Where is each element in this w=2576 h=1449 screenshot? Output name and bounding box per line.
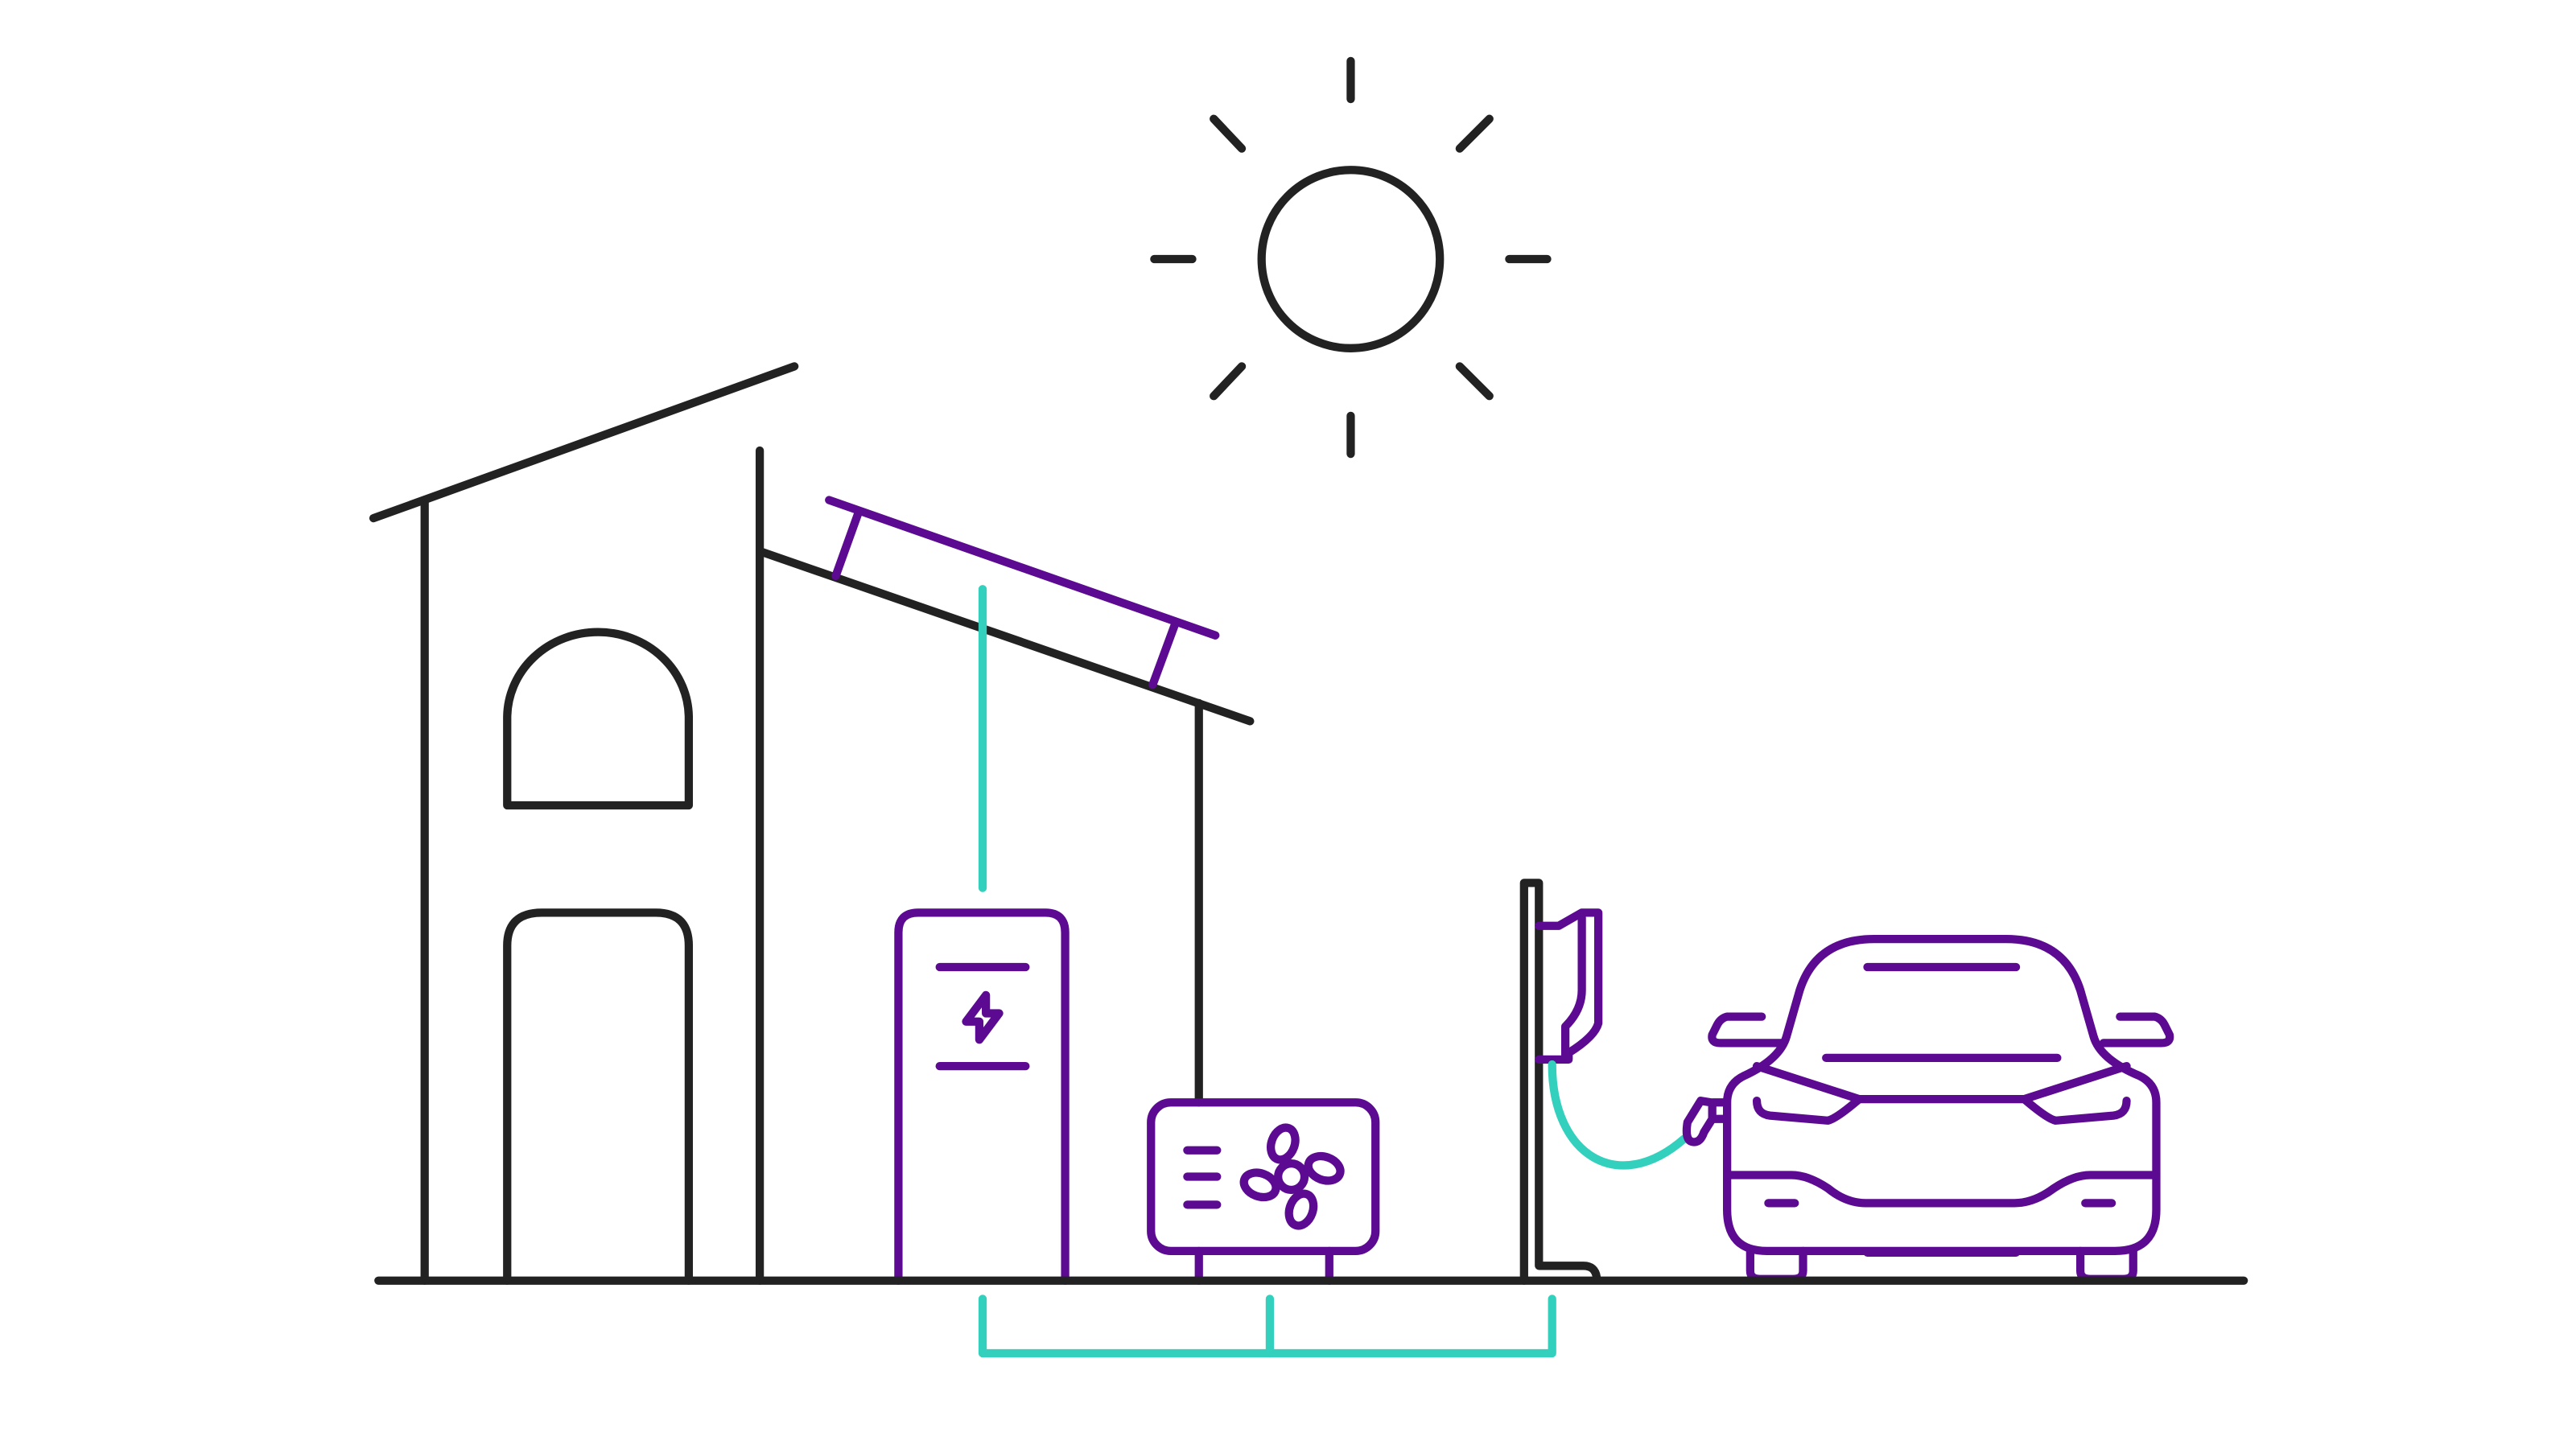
lightning-icon: [962, 990, 1004, 1044]
window-arch: [503, 628, 694, 810]
charging-station-icon: [1519, 879, 1603, 1285]
energy-connections: [978, 585, 1556, 1358]
car-body: [1723, 935, 2161, 1255]
battery-icon: [894, 908, 1070, 1285]
solar-panel-icon: [825, 496, 1220, 690]
roof-left: [369, 362, 799, 523]
sun-icon: [1150, 56, 1552, 459]
roof-right: [755, 546, 1255, 726]
car-icon: [1682, 935, 2174, 1283]
fan-icon: [1147, 1098, 1380, 1285]
house-icon: [369, 362, 1255, 1285]
mirror-right: [2099, 1012, 2174, 1048]
charging-cable: [1548, 1060, 1688, 1170]
mirror-left: [1708, 1012, 1788, 1048]
charge-plug: [1682, 1097, 1729, 1146]
door: [503, 908, 694, 1285]
heat-pump-body: [1147, 1098, 1380, 1255]
